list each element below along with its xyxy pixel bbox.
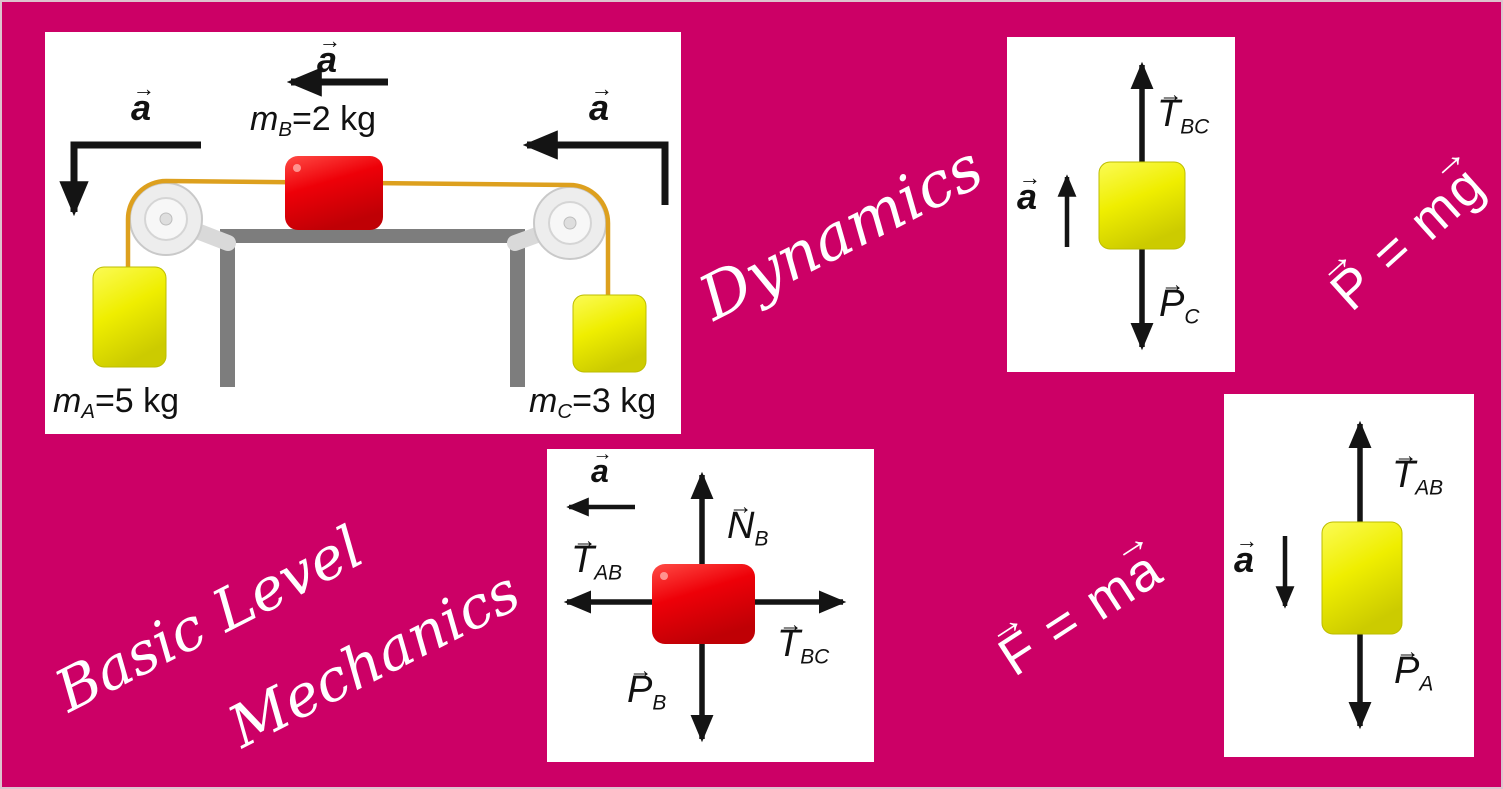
accel-b-label: →a — [591, 442, 613, 489]
weight-b-label: →PB — [627, 656, 667, 715]
mass-b-label: mB=2 kg — [250, 100, 377, 142]
vector-arrow-icon: → — [1395, 637, 1420, 664]
pulley-system-panel: →a →a →a mB=2 kg mA=5 kg mC=3 kg — [45, 28, 681, 434]
tension-ab-label: →TAB — [1392, 441, 1444, 500]
fbd-a-drawing — [1275, 420, 1403, 730]
accel-arrow-left — [59, 141, 201, 217]
tension-bc-label: →TBC — [1157, 80, 1210, 139]
vector-arrow-icon: → — [778, 610, 803, 637]
fbd-block-c-panel: →a →TBC →PC — [1007, 37, 1235, 372]
accel-arrow-right — [522, 130, 669, 205]
vector-arrow-icon: → — [592, 442, 613, 465]
left-pulley — [129, 182, 203, 256]
accel-label-right: →a — [589, 76, 614, 128]
accel-c-label: →a — [1017, 165, 1042, 217]
block-c — [572, 294, 647, 373]
weight-c-label: →PC — [1159, 270, 1200, 329]
fbd-block-b-panel: →a →TAB →NB →TBC →PB — [547, 442, 874, 762]
mass-a-label: mA=5 kg — [53, 382, 180, 424]
vector-arrow-icon: → — [628, 656, 653, 683]
block-a-fbd — [1321, 521, 1403, 635]
vector-arrow-icon: → — [1158, 80, 1183, 107]
heading-dynamics: Dynamics — [687, 130, 995, 335]
vector-arrow-icon: → — [1393, 441, 1418, 468]
fbd-b-drawing — [563, 471, 847, 743]
vector-arrow-icon: → — [1235, 528, 1259, 554]
block-a — [92, 266, 167, 368]
vector-arrow-icon: → — [728, 492, 753, 519]
vector-arrow-icon: → — [1018, 165, 1042, 191]
vector-arrow-icon: → — [318, 28, 342, 54]
accel-label-top: →a — [317, 28, 342, 80]
fbd-c-drawing — [1057, 61, 1186, 351]
equation-weight: →P = m→g — [1304, 130, 1497, 323]
mass-c-label: mC=3 kg — [529, 382, 657, 424]
block-b — [285, 156, 383, 230]
block-b-fbd — [652, 564, 755, 644]
table — [220, 229, 525, 387]
vector-arrow-icon: → — [572, 526, 597, 553]
right-pulley — [533, 186, 607, 260]
normal-b-label: →NB — [727, 492, 769, 551]
pulley-system-drawing — [59, 67, 669, 387]
equation-newton: →F = m→a — [976, 513, 1174, 688]
vector-arrow-icon: → — [590, 76, 614, 102]
accel-a-label: →a — [1234, 528, 1259, 580]
tension-ab-label: →TAB — [571, 526, 623, 585]
accel-label-left: →a — [131, 76, 156, 128]
tension-bc-label: →TBC — [777, 610, 830, 669]
block-c-fbd — [1098, 161, 1186, 250]
vector-arrow-icon: → — [1160, 270, 1185, 297]
fbd-block-a-panel: →a →TAB →PA — [1224, 394, 1474, 757]
vector-arrow-icon: → — [132, 76, 156, 102]
weight-a-label: →PA — [1394, 637, 1434, 696]
